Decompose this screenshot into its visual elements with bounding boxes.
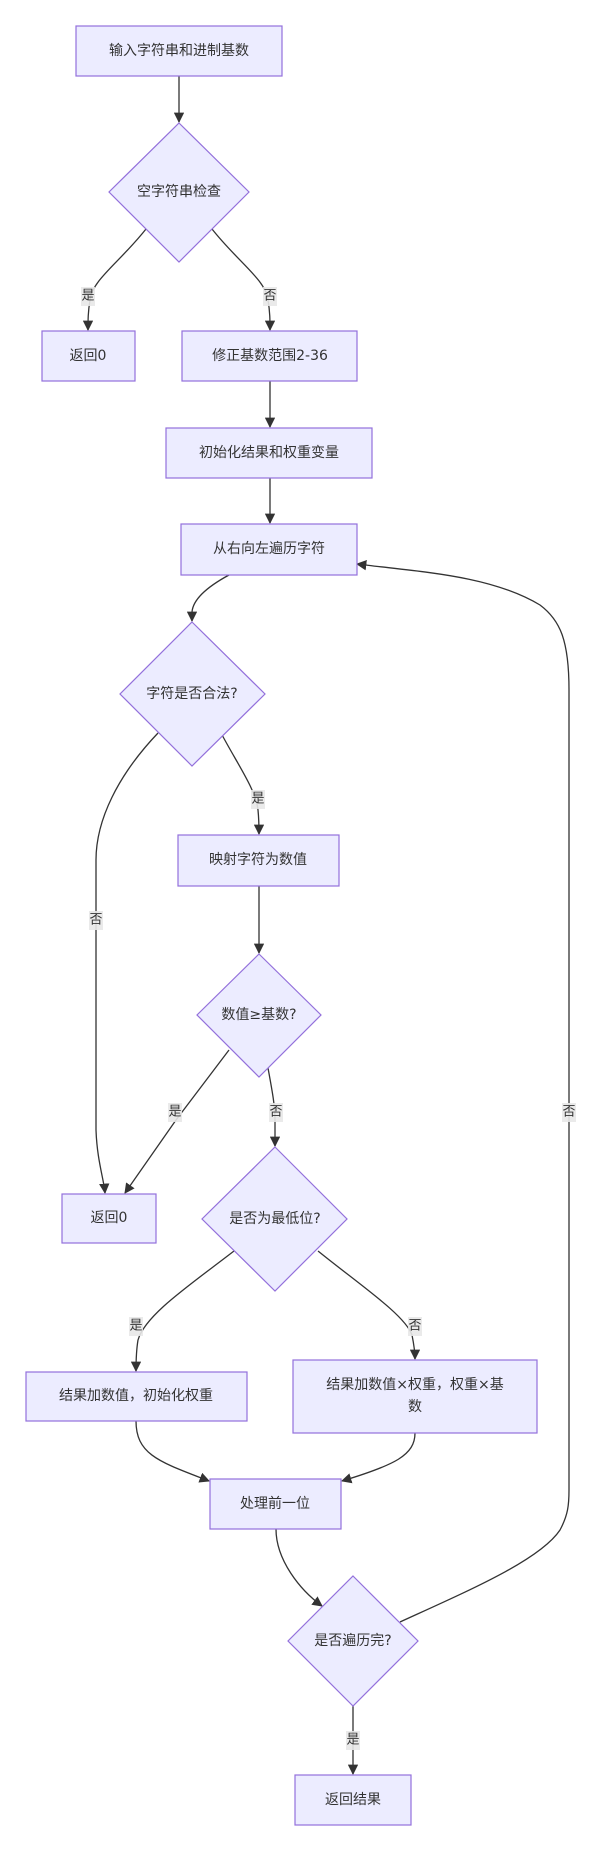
edge-label-no: 否 bbox=[263, 287, 277, 306]
svg-text:输入字符串和进制基数: 输入字符串和进制基数 bbox=[109, 42, 249, 59]
edge-label-yes: 是 bbox=[346, 1731, 360, 1750]
node-is-lowest: 是否为最低位? bbox=[201, 1146, 348, 1292]
svg-text:是否遍历完?: 是否遍历完? bbox=[314, 1633, 391, 1649]
node-prev-digit: 处理前一位 bbox=[209, 1478, 342, 1530]
edge-empty-check-yes bbox=[82, 228, 147, 332]
node-empty-check: 空字符串检查 bbox=[108, 122, 250, 263]
svg-text:否: 否 bbox=[562, 1105, 575, 1120]
node-return-result: 返回结果 bbox=[294, 1774, 412, 1826]
edge-label-no: 否 bbox=[562, 1103, 576, 1122]
edge-empty-check-no bbox=[211, 228, 276, 332]
svg-text:是: 是 bbox=[346, 1733, 359, 1748]
svg-text:是否为最低位?: 是否为最低位? bbox=[229, 1211, 320, 1227]
svg-text:返回0: 返回0 bbox=[91, 1210, 128, 1226]
edge-label-no: 否 bbox=[408, 1317, 422, 1336]
edge-char-valid-no bbox=[95, 732, 159, 1195]
edge-label-no: 否 bbox=[269, 1103, 283, 1122]
svg-text:结果加数值，初始化权重: 结果加数值，初始化权重 bbox=[59, 1387, 213, 1404]
edge-label-yes: 是 bbox=[129, 1317, 143, 1336]
svg-text:空字符串检查: 空字符串检查 bbox=[137, 184, 221, 200]
svg-text:否: 否 bbox=[269, 1105, 282, 1120]
edge-label-yes: 是 bbox=[251, 790, 265, 809]
svg-text:是: 是 bbox=[251, 792, 264, 807]
edge-is-lowest-no bbox=[317, 1250, 421, 1361]
edge-label-no: 否 bbox=[89, 911, 103, 930]
edge-done-check-no-loop bbox=[355, 560, 570, 1623]
node-return0-a: 返回0 bbox=[41, 330, 136, 382]
edge-char-valid-yes bbox=[220, 732, 265, 836]
svg-text:修正基数范围2-36: 修正基数范围2-36 bbox=[212, 347, 328, 364]
svg-text:处理前一位: 处理前一位 bbox=[240, 1495, 310, 1512]
node-iterate: 从右向左遍历字符 bbox=[180, 523, 358, 576]
edge-add-weighted-to-prev bbox=[341, 1432, 416, 1484]
edge-label-yes: 是 bbox=[168, 1103, 182, 1122]
svg-text:否: 否 bbox=[263, 289, 276, 304]
svg-text:从右向左遍历字符: 从右向左遍历字符 bbox=[213, 541, 325, 557]
node-fix-base: 修正基数范围2-36 bbox=[181, 330, 358, 382]
svg-text:数值≥基数?: 数值≥基数? bbox=[221, 1006, 296, 1023]
svg-text:是: 是 bbox=[129, 1319, 142, 1334]
svg-text:初始化结果和权重变量: 初始化结果和权重变量 bbox=[199, 444, 339, 461]
node-done-check: 是否遍历完? bbox=[287, 1575, 419, 1707]
svg-text:结果加数值×权重，权重×基: 结果加数值×权重，权重×基 bbox=[326, 1376, 503, 1393]
svg-text:返回结果: 返回结果 bbox=[325, 1792, 381, 1808]
svg-text:否: 否 bbox=[89, 913, 102, 928]
node-char-valid: 字符是否合法? bbox=[119, 621, 266, 767]
edge-prev-to-done-check bbox=[275, 1528, 323, 1607]
node-init-vars: 初始化结果和权重变量 bbox=[165, 427, 373, 479]
svg-text:是: 是 bbox=[81, 289, 94, 304]
svg-text:映射字符为数值: 映射字符为数值 bbox=[209, 852, 307, 868]
node-map-char: 映射字符为数值 bbox=[177, 834, 340, 887]
node-input: 输入字符串和进制基数 bbox=[75, 25, 283, 77]
svg-text:返回0: 返回0 bbox=[70, 348, 107, 364]
svg-text:字符是否合法?: 字符是否合法? bbox=[146, 686, 237, 702]
svg-text:是: 是 bbox=[168, 1105, 181, 1120]
edge-label-yes: 是 bbox=[81, 287, 95, 306]
svg-text:否: 否 bbox=[408, 1319, 421, 1334]
node-value-ge-base: 数值≥基数? bbox=[196, 953, 322, 1078]
node-add-init-weight: 结果加数值，初始化权重 bbox=[25, 1371, 248, 1422]
svg-text:数: 数 bbox=[408, 1399, 422, 1415]
edge-iterate-to-char-valid bbox=[186, 574, 230, 623]
node-return0-b: 返回0 bbox=[61, 1193, 157, 1244]
edge-add-init-to-prev bbox=[135, 1420, 210, 1483]
node-add-weighted: 结果加数值×权重，权重×基 数 bbox=[292, 1359, 538, 1434]
edge-is-lowest-yes bbox=[130, 1250, 235, 1373]
